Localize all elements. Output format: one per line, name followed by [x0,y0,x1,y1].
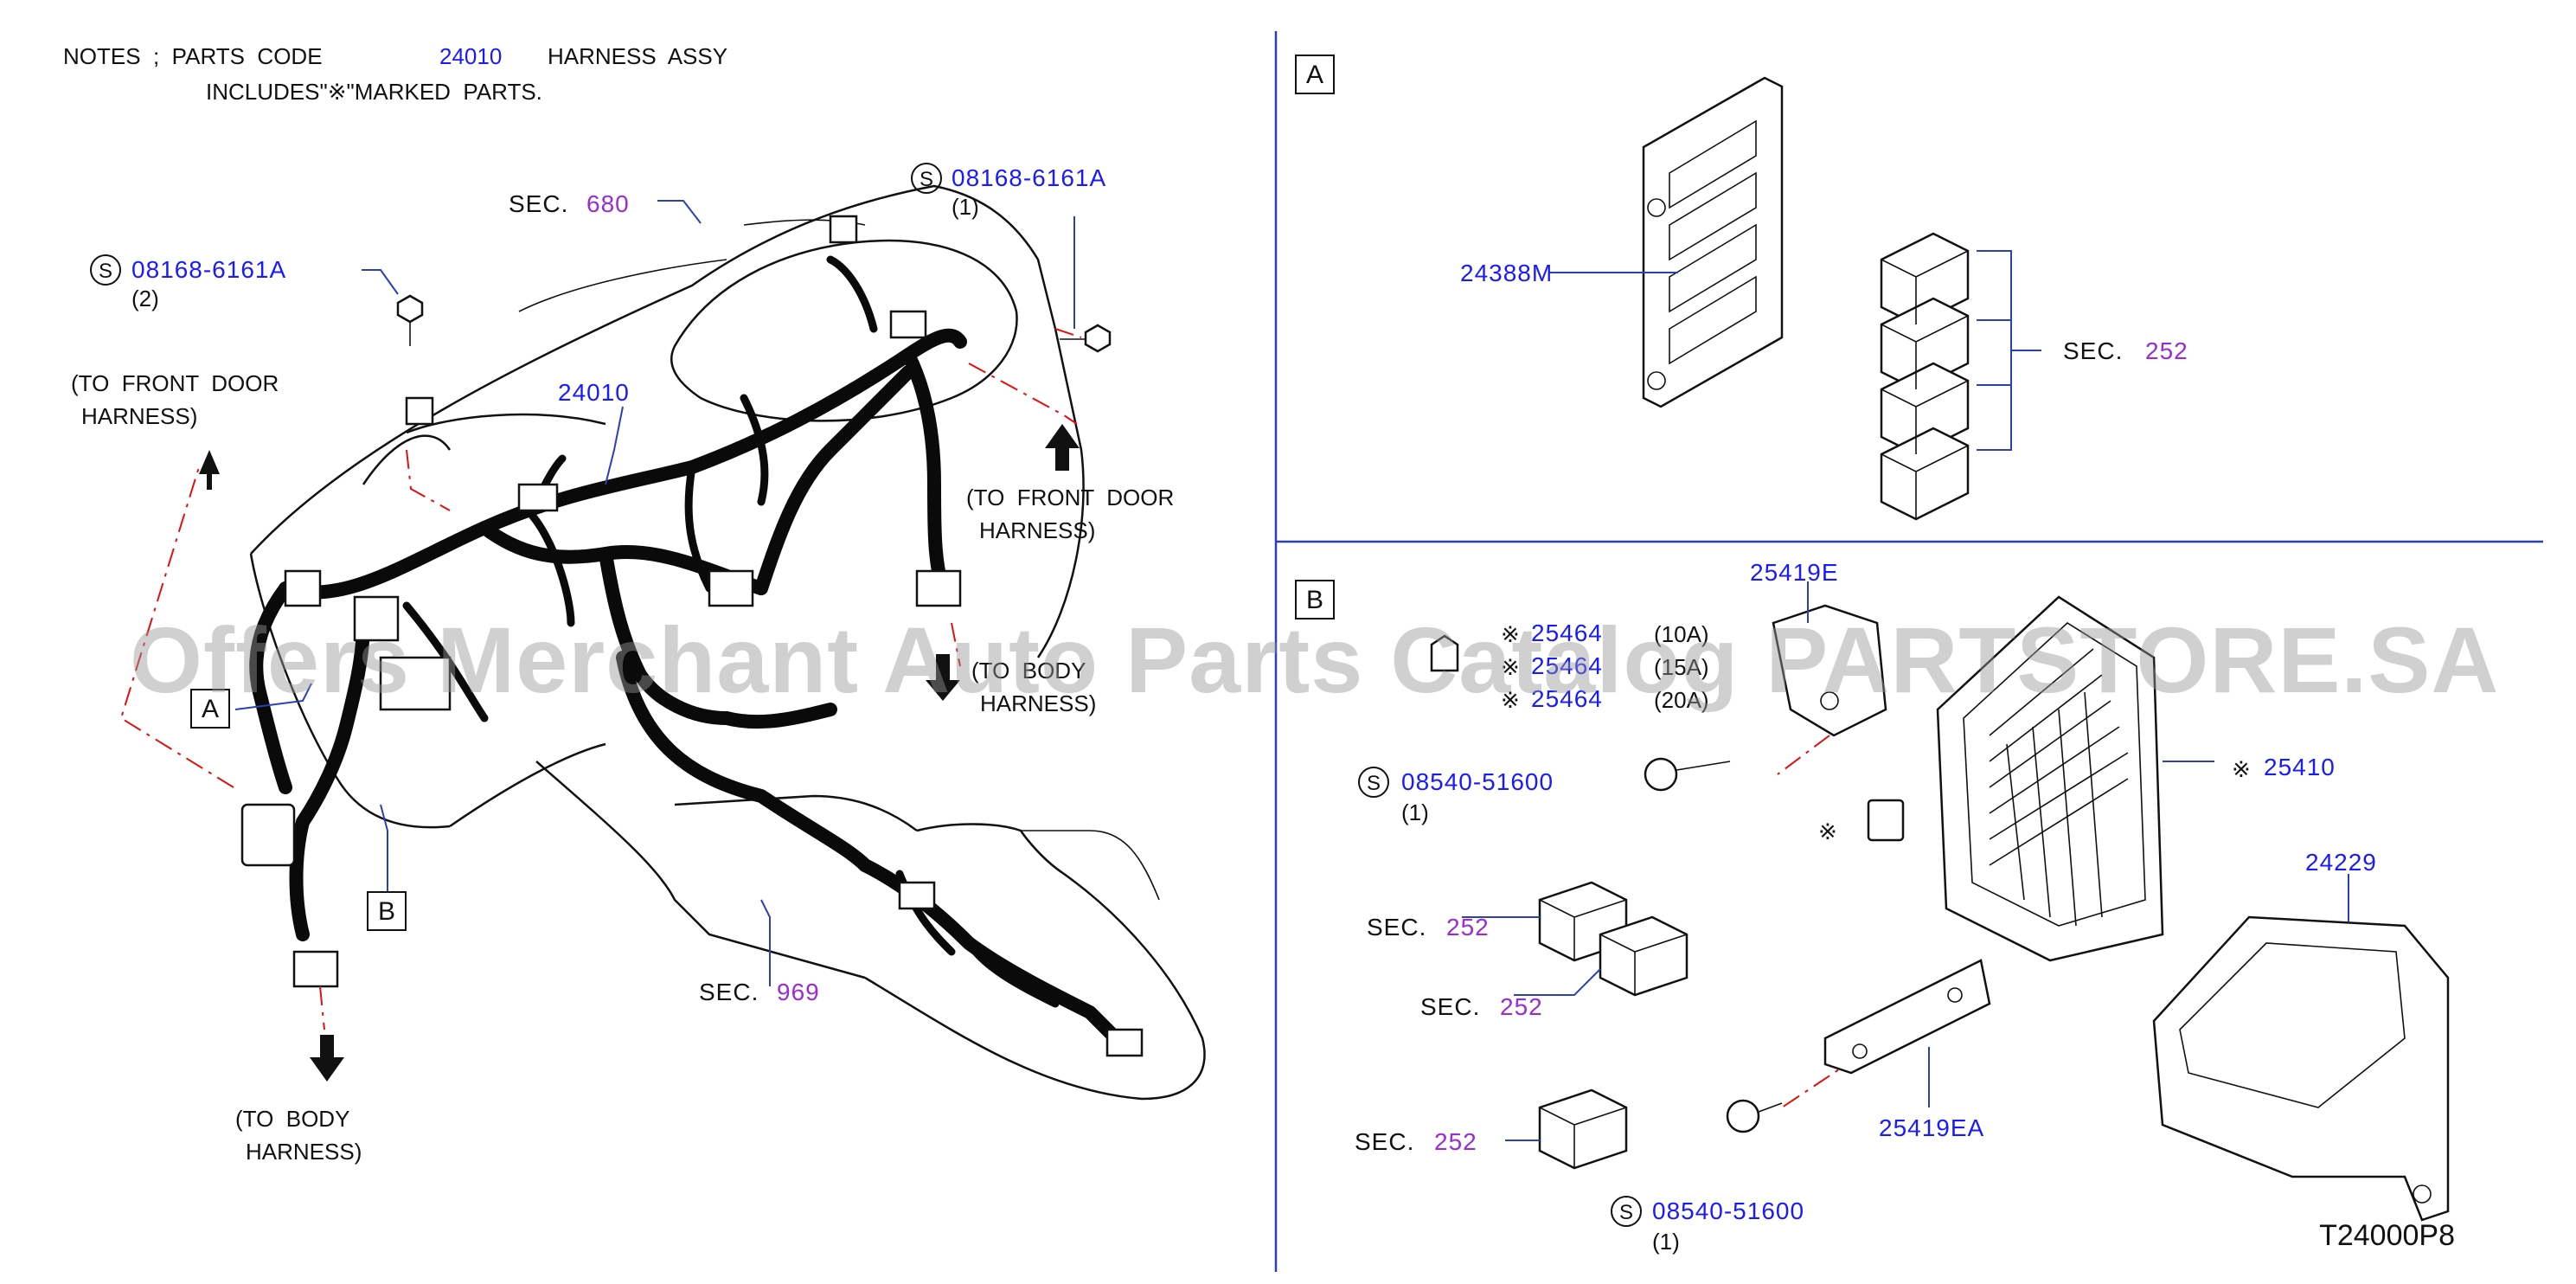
fuse-block-code[interactable]: 25410 [2264,754,2336,780]
fuse-3-amp: (20A) [1654,687,1709,713]
notes-line2: INCLUDES"※"MARKED PARTS. [206,79,542,105]
panel-b-bracket-upper [1772,604,1887,737]
s-mark-icon: S [911,163,942,194]
fuse-3-code[interactable]: 25464 [1531,685,1603,712]
notes-suffix: HARNESS ASSY [548,43,728,69]
panel-b-sec252-c-label: SEC. [1355,1128,1415,1155]
sec969-label: SEC. [699,979,759,1005]
panel-a-sec252-number[interactable]: 252 [2145,337,2188,364]
fuse-1-code[interactable]: 25464 [1531,620,1603,646]
panel-b-screws-clip [1430,634,1905,1133]
s-mark-icon: S [90,254,121,286]
sec680-number[interactable]: 680 [586,190,630,217]
fuse-2-code[interactable]: 25464 [1531,652,1603,679]
to-body-bottom-1: (TO BODY [235,1106,350,1132]
leader-lines-panel-b [1462,581,2349,1141]
panel-a-sec252-label: SEC. [2063,337,2124,364]
bolt-top-left-code[interactable]: 08168-6161A [131,256,287,283]
panel-a-title: A [1295,55,1335,94]
panel-a-bracket [1642,76,1784,408]
relay-box-code[interactable]: 24229 [2305,849,2377,876]
bolt-top-left-qty: (2) [131,286,159,311]
panel-a-relays [1880,232,1970,521]
notes-code: 24010 [439,43,503,69]
panel-b-sec252-b-number[interactable]: 252 [1500,993,1543,1020]
fuse-1-amp: (10A) [1654,621,1709,647]
diagram-code: T24000P8 [2319,1219,2455,1252]
bracket-24388m-code[interactable]: 24388M [1460,260,1554,286]
to-body-bottom-2: HARNESS) [246,1139,362,1165]
panel-b-sec252-a-number[interactable]: 252 [1446,914,1490,941]
screw-upper-qty: (1) [1401,799,1429,825]
fuse-3-mark: ※ [1501,687,1520,713]
panel-b-sec252-b-label: SEC. [1420,993,1481,1020]
panel-b-relay-box [2152,915,2450,1222]
direction-arrows [199,424,1080,1082]
harness-code[interactable]: 24010 [558,379,630,406]
panel-b-sec252-c-number[interactable]: 252 [1434,1128,1477,1155]
watermark: Offers Merchant Auto Parts Catalog PARTS… [130,607,2500,712]
fuse-block-mark: ※ [2232,756,2251,782]
sec680-label: SEC. [509,190,569,217]
leader-lines-panel-a [1548,250,2041,451]
to-body-right-1: (TO BODY [971,658,1086,684]
bolt-top-right-code[interactable]: 08168-6161A [952,164,1107,191]
fuse-1-mark: ※ [1501,621,1520,647]
leader-lines-main [234,200,1075,986]
sec969-number[interactable]: 969 [777,979,820,1005]
bracket-25419ea-code[interactable]: 25419EA [1879,1114,1985,1141]
to-body-right-2: HARNESS) [980,690,1097,716]
callout-box-b[interactable]: B [367,891,407,931]
clip-mark: ※ [1818,819,1837,844]
notes-prefix: NOTES ; PARTS CODE [63,43,323,69]
s-mark-icon: S [1358,767,1389,798]
harness-connectors [240,215,1144,1057]
s-mark-icon: S [1611,1196,1642,1227]
panel-b-sec252-a-label: SEC. [1367,914,1427,941]
panel-b-bracket-lower [1823,959,1991,1075]
fuse-2-amp: (15A) [1654,654,1709,680]
to-front-door-left-1: (TO FRONT DOOR [71,370,279,396]
to-front-door-left-2: HARNESS) [81,403,198,429]
fuse-2-mark: ※ [1501,654,1520,680]
routing-lines [119,328,1861,1108]
screw-upper-code[interactable]: 08540-51600 [1401,768,1554,795]
bolt-top-right-qty: (1) [952,194,979,220]
to-front-door-right-1: (TO FRONT DOOR [966,485,1175,510]
to-front-door-right-2: HARNESS) [979,517,1096,543]
panel-b-title: B [1295,580,1335,620]
callout-box-a[interactable]: A [190,689,230,729]
panel-b-small-relays [1538,881,1688,1170]
panel-b-fuse-block [1936,595,2164,962]
screw-lower-qty: (1) [1652,1229,1680,1255]
bolt-icons [396,294,1112,353]
bracket-25419e-code[interactable]: 25419E [1750,559,1839,586]
screw-lower-code[interactable]: 08540-51600 [1652,1197,1805,1224]
